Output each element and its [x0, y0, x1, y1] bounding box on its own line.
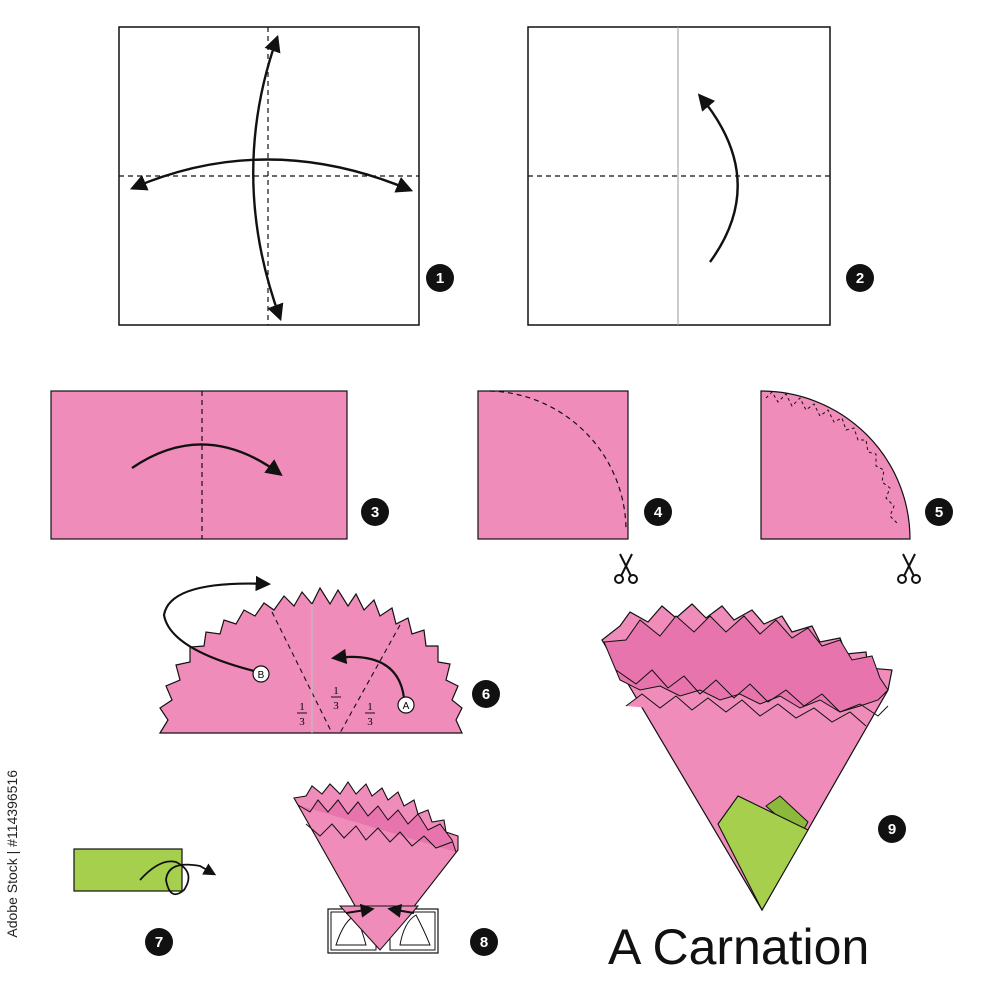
leaf — [717, 795, 809, 912]
fold-arrow-icon — [330, 648, 406, 699]
step-5-badge: 5 — [925, 498, 953, 526]
scissors-icon — [614, 553, 638, 584]
step-2-badge: 2 — [846, 264, 874, 292]
step5-diagram — [760, 390, 911, 540]
fraction-left: 1 3 — [297, 701, 307, 728]
step7-diagram — [73, 848, 217, 896]
step-7-badge: 7 — [145, 928, 173, 956]
step-8-badge: 8 — [470, 928, 498, 956]
step-1-badge: 1 — [426, 264, 454, 292]
svg-text:3: 3 — [333, 700, 339, 712]
step-3-badge: 3 — [361, 498, 389, 526]
marker-a-label: A — [403, 701, 410, 712]
fold-arrow-icon — [697, 93, 739, 263]
marker-b — [252, 665, 270, 683]
fraction-middle: 1 3 — [331, 685, 341, 712]
fold-arrow-icon — [139, 860, 217, 896]
step3-diagram — [50, 390, 348, 540]
svg-text:3: 3 — [367, 716, 373, 728]
svg-text:3: 3 — [299, 716, 305, 728]
step1-diagram — [118, 26, 420, 326]
stock-id-watermark: Adobe Stock | #114396516 — [4, 770, 20, 938]
fold-arrow-icon — [162, 575, 272, 674]
step8-diagram — [293, 781, 459, 954]
marker-b-label: B — [258, 670, 265, 681]
svg-text:1: 1 — [299, 701, 305, 713]
step6-diagram: B A 1 3 1 3 1 3 — [158, 575, 463, 734]
fold-arrow-icon — [131, 443, 283, 477]
fold-arrow-icon — [252, 34, 284, 322]
marker-a — [397, 696, 415, 714]
step2-diagram — [527, 26, 831, 326]
step9-diagram — [601, 603, 893, 912]
step4-diagram — [477, 390, 629, 540]
scissors-icon — [897, 553, 921, 584]
step-9-badge: 9 — [878, 815, 906, 843]
step-6-badge: 6 — [472, 680, 500, 708]
svg-text:1: 1 — [367, 701, 373, 713]
fraction-right: 1 3 — [365, 701, 375, 728]
page-title: A Carnation — [608, 919, 870, 975]
svg-text:1: 1 — [333, 685, 339, 697]
step-4-badge: 4 — [644, 498, 672, 526]
